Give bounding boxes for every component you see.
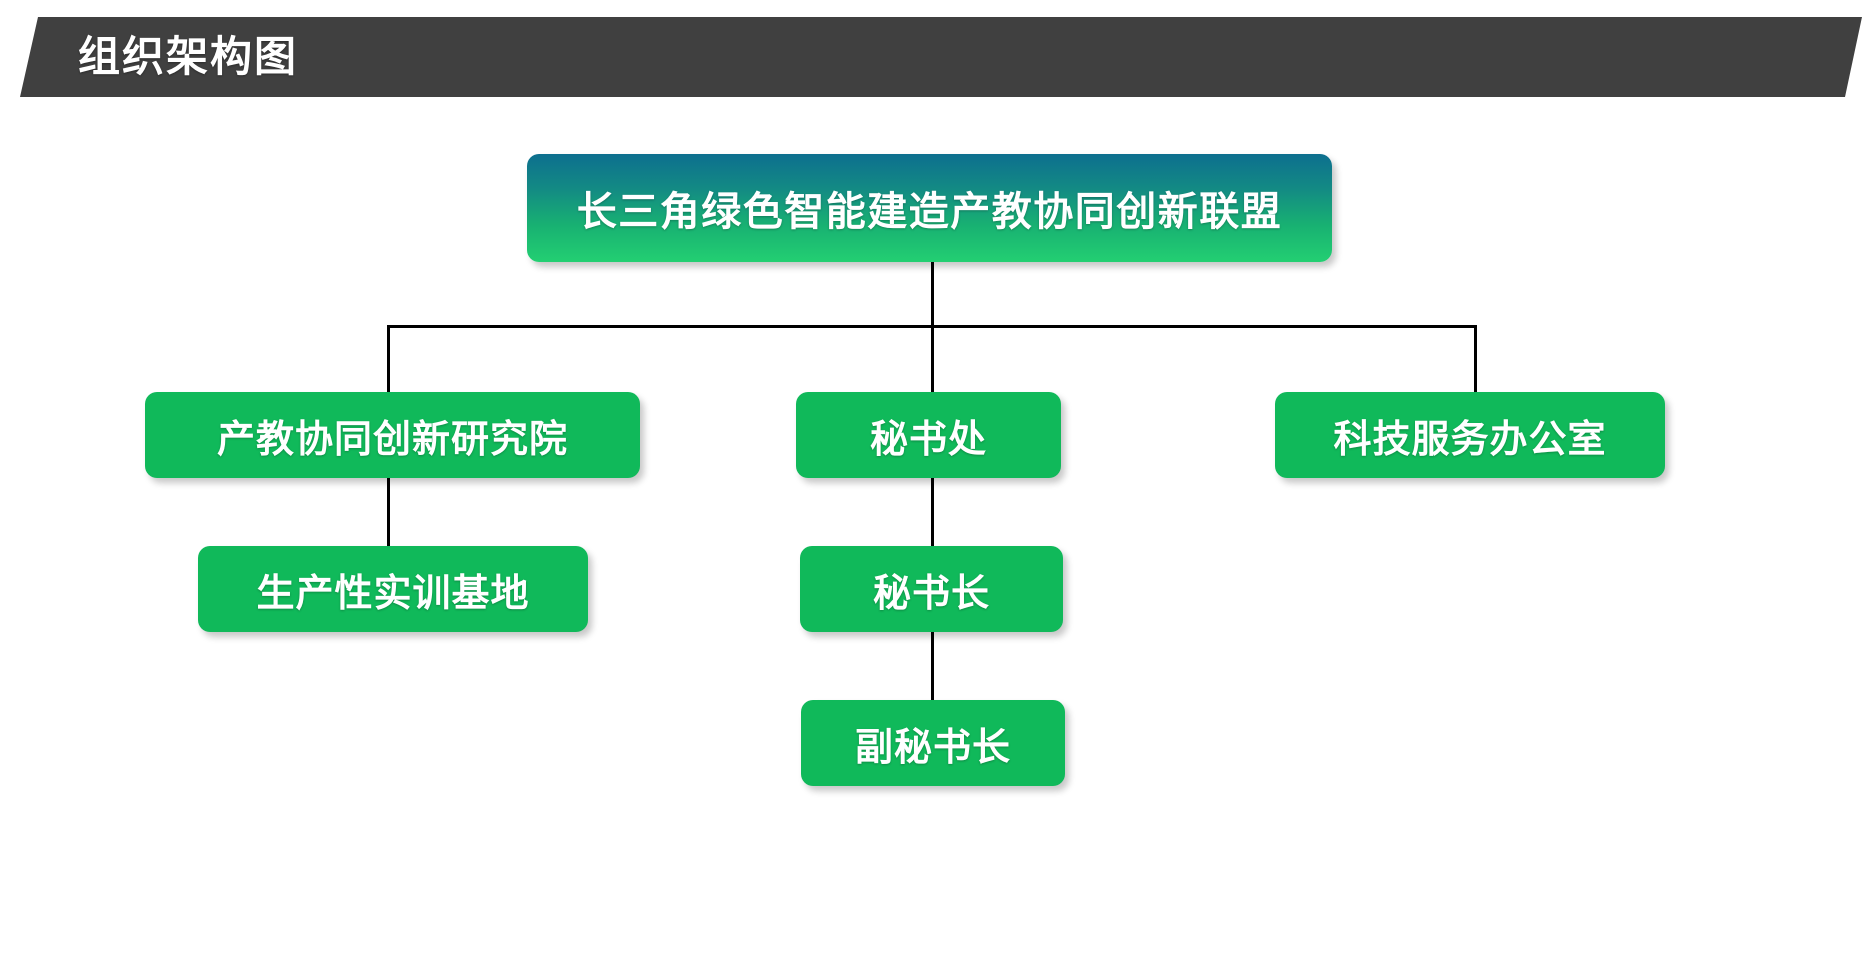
node-secgeneral[interactable]: 秘书长 xyxy=(800,546,1063,632)
title-banner xyxy=(20,17,1862,97)
page-title: 组织架构图 xyxy=(78,33,299,80)
connector-institute-trainbase xyxy=(387,478,390,547)
connector-drop-institute xyxy=(387,325,390,393)
node-secretariat[interactable]: 秘书处 xyxy=(796,392,1061,478)
node-techoffice[interactable]: 科技服务办公室 xyxy=(1275,392,1665,478)
connector-secretariat-secgeneral xyxy=(931,478,934,547)
node-institute[interactable]: 产教协同创新研究院 xyxy=(145,392,640,478)
connector-secgeneral-deputysec xyxy=(931,632,934,701)
connector-drop-techoffice xyxy=(1474,325,1477,393)
connector-root-stem xyxy=(931,262,934,328)
node-deputysec[interactable]: 副秘书长 xyxy=(801,700,1065,786)
connector-drop-secretariat xyxy=(931,325,934,393)
node-trainbase[interactable]: 生产性实训基地 xyxy=(198,546,588,632)
node-root[interactable]: 长三角绿色智能建造产教协同创新联盟 xyxy=(527,154,1332,262)
